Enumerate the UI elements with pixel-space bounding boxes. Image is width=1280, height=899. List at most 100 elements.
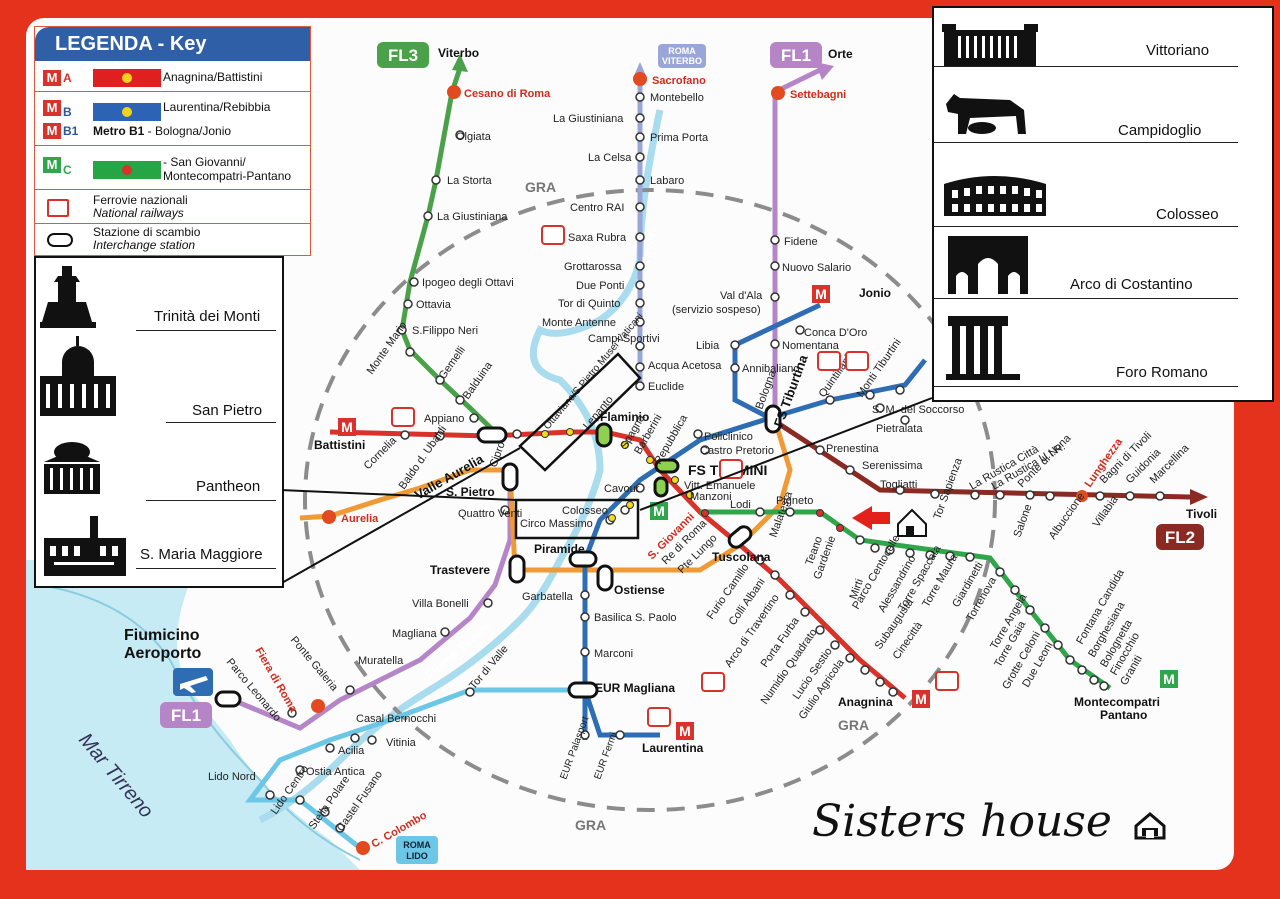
metro-b1-label-rest: - Bologna/Jonio (144, 124, 232, 138)
legend-row-rail: Ferrovie nazionali National railways (35, 193, 310, 223)
terminal-orte: Orte (828, 47, 853, 61)
line-fl1-north (772, 67, 822, 420)
svg-text:Cavour: Cavour (604, 483, 640, 495)
svg-text:Villabia: Villabia (1091, 493, 1122, 529)
svg-text:Garbatella: Garbatella (522, 591, 574, 603)
svg-text:Gemelli: Gemelli (437, 344, 468, 381)
monument-colosseo: Colosseo (934, 146, 1272, 230)
she-wolf-icon (946, 94, 1026, 134)
romaviterbo-station-labels: Montebello La Giustiniana Prima Porta La… (542, 92, 722, 393)
airport-icon (173, 668, 213, 696)
interchange-ovals (214, 404, 782, 708)
san-pietro-icon (40, 336, 116, 416)
line-roma-lido (245, 687, 585, 850)
svg-text:Libia: Libia (696, 340, 720, 352)
interchange-label: Stazione di scambio (93, 225, 201, 239)
terminal-tivoli: Tivoli (1186, 507, 1217, 521)
metro-a-sub: A (63, 71, 72, 85)
metro-b-badge: M (43, 100, 61, 116)
svg-text:Due Ponti: Due Ponti (576, 280, 624, 292)
terminal-jonio: Jonio (859, 286, 891, 300)
metro-a-label: Anagnina/Battistini (163, 70, 263, 84)
interchange-icon (47, 233, 73, 247)
badge-roma-viterbo: ROMA VITERBO (658, 44, 706, 68)
terminal-anagnina: Anagnina (838, 695, 893, 709)
svg-text:Serenissima: Serenissima (862, 460, 923, 472)
monument-santa-maria: S. Maria Maggiore (36, 504, 282, 584)
svg-text:Cornelia: Cornelia (362, 434, 400, 472)
gra-label-north: GRA (525, 179, 556, 195)
monument-vittoriano: Vittoriano (934, 8, 1272, 74)
terminal-aurelia: Aurelia (341, 513, 379, 525)
svg-text:Pigneto: Pigneto (776, 495, 813, 507)
colosseum-icon (944, 176, 1046, 216)
metro-b-sub: B (63, 105, 72, 119)
svg-text:Annibaliano: Annibaliano (742, 363, 800, 375)
station-tuscolana: Tuscolana (712, 550, 771, 564)
svg-text:Ostia Antica: Ostia Antica (306, 766, 366, 778)
station-s-pietro: S. Pietro (446, 485, 495, 499)
gra-ring (303, 188, 997, 812)
line-metro-b-south (582, 689, 660, 738)
badge-fl3: FL3 (377, 42, 429, 68)
legend-row-c: M C - San Giovanni/ Montecompatri-Pantan… (35, 151, 310, 185)
legend-row-b1: M B1 Metro B1 - Bologna/Jonio (35, 121, 310, 141)
monument-trinita-label: Trinità dei Monti (154, 308, 261, 325)
fl2-station-labels: Prenestina Serenissima Togliatti Tor Sap… (826, 430, 1192, 542)
station-ostiense: Ostiense (614, 583, 665, 597)
monument-pantheon-label: Pantheon (196, 478, 261, 495)
gra-label-south: GRA (575, 817, 606, 833)
svg-text:La Giustiniana: La Giustiniana (437, 211, 508, 223)
monument-colosseo-label: Colosseo (1156, 206, 1219, 223)
svg-text:Val d'Ala: Val d'Ala (720, 290, 763, 302)
fl3-arrow (452, 54, 468, 72)
metro-badges: M M M M M M (338, 285, 1178, 740)
fl2-arrow (1190, 489, 1208, 505)
santa-maria-maggiore-icon (44, 516, 126, 576)
badge-roma-lido: ROMA LIDO (396, 836, 438, 864)
svg-text:Nuovo Salario: Nuovo Salario (782, 262, 851, 274)
svg-text:Lodi: Lodi (730, 499, 751, 511)
badge-roma-viterbo-line2: VITERBO (662, 56, 702, 66)
svg-text:Marconi: Marconi (594, 648, 633, 660)
svg-text:Castro Pretorio: Castro Pretorio (700, 445, 774, 457)
badge-fl3-text: FL3 (388, 46, 418, 65)
metro-b-swatch (93, 103, 161, 121)
svg-text:La Storta: La Storta (447, 175, 493, 187)
svg-text:Tor Sapienza: Tor Sapienza (932, 456, 966, 521)
brand-sisters-house: Sisters house (812, 796, 1168, 847)
monument-campidoglio: Campidoglio (934, 74, 1272, 146)
railway-icon (47, 199, 69, 217)
terminal-sacrofano: Sacrofano (652, 75, 706, 87)
monuments-panel-left: Trinità dei Monti San Pietro Pantheon (34, 256, 284, 588)
railway-label-en: National railways (93, 206, 184, 220)
legend-panel: LEGENDA - Key M A Anagnina/Battistini M … (34, 26, 311, 256)
monument-trinita: Trinità dei Monti (36, 258, 282, 334)
metro-b1-badge: M (43, 123, 61, 139)
svg-text:Balduina: Balduina (461, 359, 496, 402)
railway-icons (391, 225, 959, 727)
svg-text:M: M (915, 691, 927, 707)
svg-text:Quattro Venti: Quattro Venti (458, 508, 522, 520)
svg-text:Tor di Quinto: Tor di Quinto (558, 298, 620, 310)
interchange-label-en: Interchange station (93, 238, 196, 252)
fl1-north-station-labels: Fidene Nuovo Salario Val d'Ala (servizio… (672, 236, 867, 411)
svg-text:Policlinico: Policlinico (704, 431, 753, 443)
line-metro-a (329, 429, 907, 700)
svg-text:Ottavia: Ottavia (416, 299, 452, 311)
monuments-panel-right: Vittoriano Campidoglio Colosseo (932, 6, 1274, 402)
terminal-viterbo: Viterbo (438, 46, 479, 60)
svg-text:Salone: Salone (1012, 503, 1035, 539)
svg-text:Monte Antenne: Monte Antenne (542, 317, 616, 329)
terminal-cesano: Cesano di Roma (464, 88, 551, 100)
svg-text:EUR Fermi: EUR Fermi (592, 731, 619, 781)
metro-c-label: - San Giovanni/ Montecompatri-Pantano (163, 155, 292, 183)
metro-c-sub: C (63, 163, 72, 177)
svg-text:Conca D'Oro: Conca D'Oro (804, 327, 867, 339)
terminal-settebagni: Settebagni (790, 89, 846, 101)
svg-text:S.Filippo Neri: S.Filippo Neri (412, 325, 478, 337)
svg-text:Monte Mario: Monte Mario (365, 320, 410, 377)
svg-text:Olgiata: Olgiata (456, 131, 492, 143)
badge-fl1-north-text: FL1 (781, 46, 811, 65)
